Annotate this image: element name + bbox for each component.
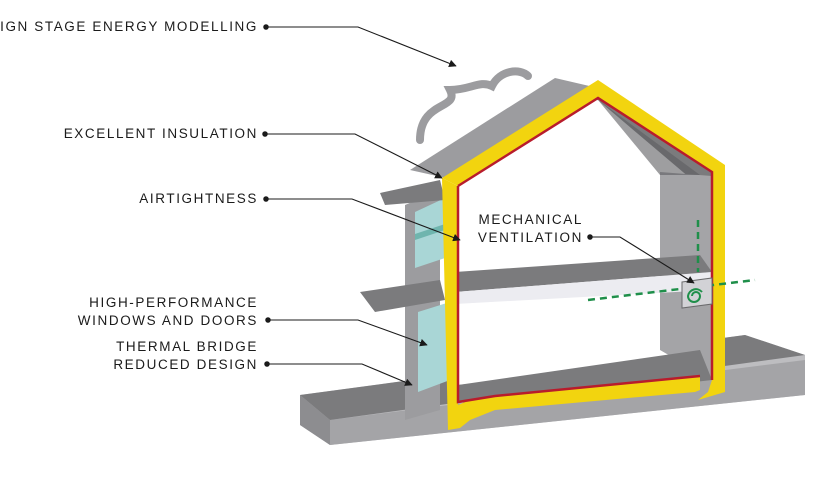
intermediate-floor xyxy=(360,255,712,312)
lower-door-glass xyxy=(418,302,450,392)
label-ventilation-line2: VENTILATION xyxy=(477,230,583,245)
label-airtightness: AIRTIGHTNESS xyxy=(139,191,258,206)
ventilation-unit xyxy=(681,277,713,309)
airtight-layer xyxy=(456,96,714,404)
exterior-wall xyxy=(405,190,450,420)
label-windows-line1: HIGH-PERFORMANCE xyxy=(89,295,258,310)
insulation-layer xyxy=(442,80,725,430)
leader-lines xyxy=(262,24,695,386)
label-ventilation-line1: MECHANICAL xyxy=(478,212,583,227)
label-thermal-line1: THERMAL BRIDGE xyxy=(116,339,258,354)
fan-swirl-icon xyxy=(686,288,703,303)
label-thermal-line2: REDUCED DESIGN xyxy=(113,357,258,372)
label-energy-modelling: IGN STAGE ENERGY MODELLING xyxy=(0,19,258,34)
label-windows-line2: WINDOWS AND DOORS xyxy=(77,313,258,328)
wavy-heat-icon xyxy=(416,67,532,144)
ventilation-path xyxy=(587,220,756,302)
label-excellent-insulation: EXCELLENT INSULATION xyxy=(63,126,258,141)
